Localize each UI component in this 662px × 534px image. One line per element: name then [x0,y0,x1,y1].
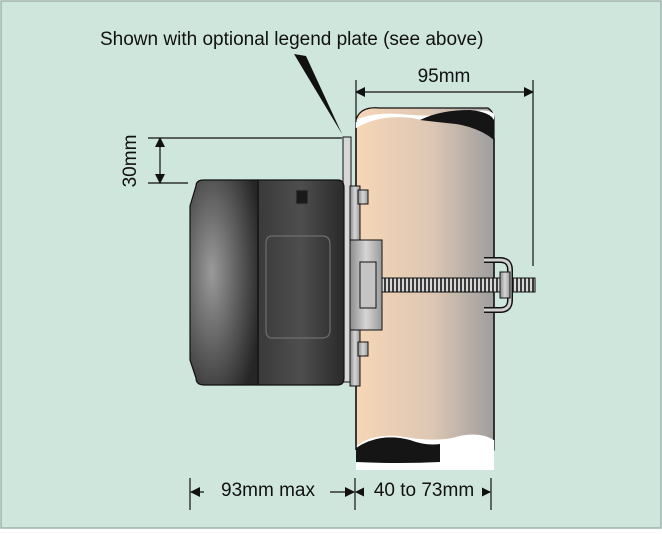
clamp-range-label: 40 to 73mm [374,480,474,501]
mounting-bracket [349,185,383,387]
u-clamp [484,257,513,313]
plate-offset-label: 30mm [120,135,141,188]
dimension-pipe-width: 95mm [355,66,534,266]
sounder-housing [189,179,345,386]
leader-line [294,54,342,134]
dimension-device-depth: 93mm max [189,476,356,510]
pipe-width-label: 95mm [418,66,471,87]
legend-leader: Shown with optional legend plate (see ab… [100,29,483,134]
legend-note-label: Shown with optional legend plate (see ab… [100,29,483,50]
device-depth-label: 93mm max [221,480,315,501]
dimension-clamp-range: 40 to 73mm [355,476,492,510]
dimension-plate-offset: 30mm [120,135,342,188]
